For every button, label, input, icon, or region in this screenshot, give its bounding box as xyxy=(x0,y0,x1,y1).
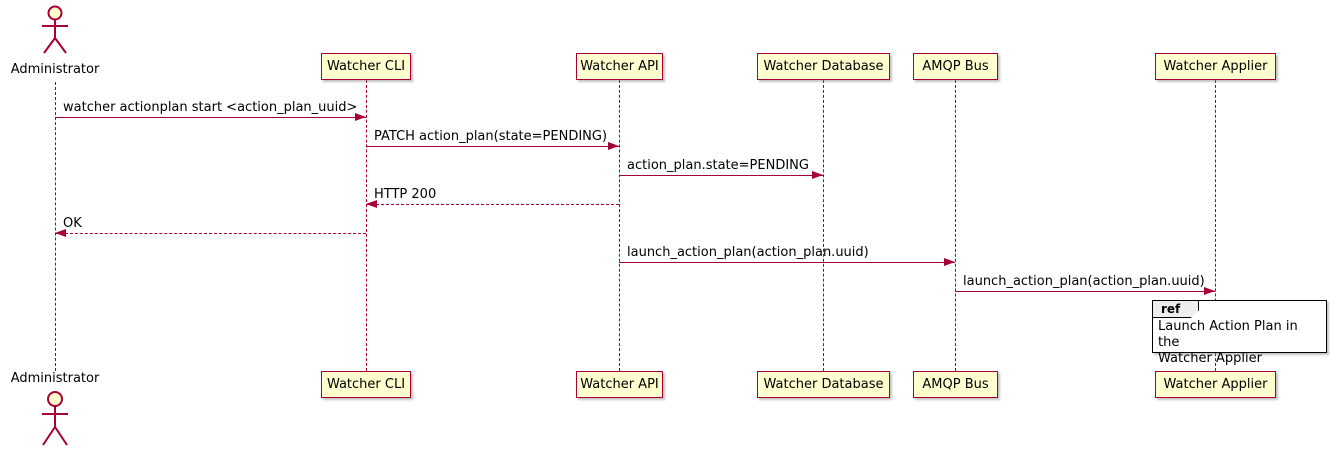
message-label: OK xyxy=(63,216,82,231)
lifeline-watcher-cli xyxy=(366,80,367,371)
message-line xyxy=(366,204,619,205)
message-label: HTTP 200 xyxy=(374,187,437,202)
message-line xyxy=(619,262,955,263)
participant-watcher-applier-bottom: Watcher Applier xyxy=(1155,371,1276,398)
lifeline-watcher-applier xyxy=(1215,80,1216,371)
actor-administrator-bottom-icon xyxy=(40,390,70,454)
message-label: watcher actionplan start <action_plan_uu… xyxy=(63,100,358,115)
lifeline-amqp-bus xyxy=(955,80,956,371)
participant-watcher-api-bottom: Watcher API xyxy=(576,371,663,398)
message-line xyxy=(366,146,619,147)
participant-watcher-cli-top: Watcher CLI xyxy=(321,53,411,80)
message-label: launch_action_plan(action_plan.uuid) xyxy=(627,245,869,260)
lifeline-watcher-database xyxy=(823,80,824,371)
arrowhead-icon xyxy=(366,200,377,208)
ref-keyword: ref xyxy=(1153,301,1199,318)
participant-watcher-applier-top: Watcher Applier xyxy=(1155,53,1276,80)
message-line xyxy=(955,291,1215,292)
arrowhead-icon xyxy=(944,258,955,266)
arrowhead-icon xyxy=(608,142,619,150)
ref-text-line2: Watcher Applier xyxy=(1158,351,1262,366)
ref-body: Launch Action Plan in the Watcher Applie… xyxy=(1158,319,1322,367)
participant-amqp-bus-top: AMQP Bus xyxy=(913,53,998,80)
participant-amqp-bus-bottom: AMQP Bus xyxy=(913,371,998,398)
arrowhead-icon xyxy=(812,171,823,179)
arrowhead-icon xyxy=(355,113,366,121)
message-line xyxy=(619,175,823,176)
ref-fragment: ref Launch Action Plan in the Watcher Ap… xyxy=(1152,300,1327,366)
participant-watcher-api-top: Watcher API xyxy=(576,53,663,80)
message-label: PATCH action_plan(state=PENDING) xyxy=(374,129,608,144)
participant-watcher-database-top: Watcher Database xyxy=(757,53,890,80)
arrowhead-icon xyxy=(1204,287,1215,295)
ref-text-line1: Launch Action Plan in the xyxy=(1158,319,1298,350)
arrowhead-icon xyxy=(55,229,66,237)
message-label: launch_action_plan(action_plan.uuid) xyxy=(963,274,1205,289)
message-line xyxy=(55,233,366,234)
participant-watcher-database-bottom: Watcher Database xyxy=(757,371,890,398)
actor-administrator-bottom-label: Administrator xyxy=(10,371,100,386)
actor-administrator-top-icon xyxy=(40,5,70,61)
actor-administrator-top-label: Administrator xyxy=(10,62,100,77)
participant-watcher-cli-bottom: Watcher CLI xyxy=(321,371,411,398)
lifeline-administrator xyxy=(55,82,56,371)
message-line xyxy=(55,117,366,118)
message-label: action_plan.state=PENDING xyxy=(627,158,809,173)
lifeline-watcher-api xyxy=(619,80,620,371)
